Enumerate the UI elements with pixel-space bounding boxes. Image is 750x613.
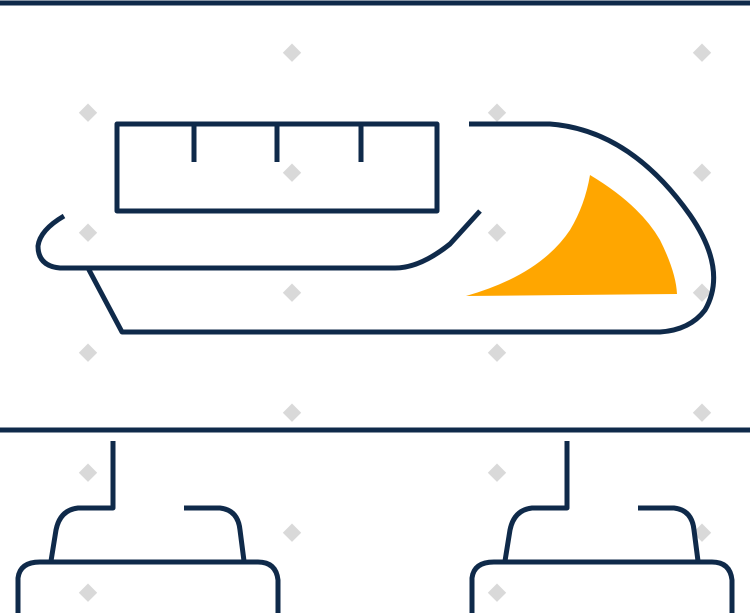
watermark-diamond [487,583,507,602]
watermark-diamond [692,43,712,62]
train-nose-outline [85,121,717,335]
watermark-diamond [487,463,507,482]
watermark-diamond [78,223,98,242]
watermark-pattern [78,43,712,602]
wheel-housing [15,559,281,613]
train-body-side [35,209,482,271]
windshield-shape [466,175,677,296]
bogie-hanger [48,441,116,562]
watermark-diamond [282,523,302,542]
watermark-diamond [487,223,507,242]
watermark-diamond [282,43,302,62]
bogie-arm [184,505,247,562]
watermark-diamond [78,463,98,482]
watermark-diamond [692,283,712,302]
watermark-diamond [487,103,507,122]
right-bogie [469,441,735,613]
wheel-housing [469,559,735,613]
watermark-diamond [692,163,712,182]
watermark-diamond [78,343,98,362]
watermark-diamond [78,583,98,602]
left-bogie [15,441,281,613]
watermark-diamond [282,283,302,302]
watermark-diamond [487,343,507,362]
watermark-diamond [282,163,302,182]
watermark-diamond [692,403,712,422]
watermark-diamond [78,103,98,122]
bogie-arm [638,505,701,562]
watermark-diamond [282,403,302,422]
bogie-hanger [502,441,570,562]
